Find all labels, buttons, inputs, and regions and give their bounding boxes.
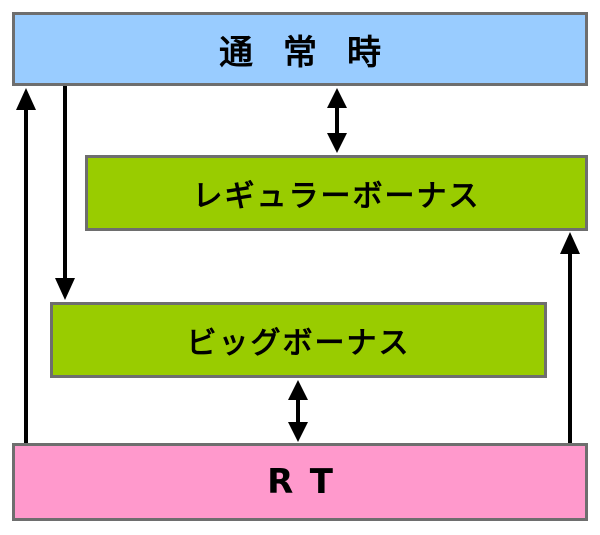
- normal-state-label: 通常時: [219, 32, 411, 73]
- normal-state-box: 通常時: [12, 12, 588, 86]
- big-bonus-box: ビッグボーナス: [50, 302, 547, 378]
- regular-bonus-label: レギュラーボーナス: [192, 179, 481, 214]
- arrow-rt-to-regular-bonus: [560, 232, 580, 443]
- arrow-rt-to-normal: [16, 88, 36, 443]
- regular-bonus-box: レギュラーボーナス: [85, 155, 588, 231]
- arrow-normal-regular-bonus: [327, 88, 347, 153]
- arrow-normal-to-big-bonus: [55, 86, 75, 300]
- big-bonus-label: ビッグボーナス: [186, 326, 411, 361]
- rt-state-label: RT: [267, 462, 351, 502]
- arrow-big-bonus-rt: [288, 380, 308, 442]
- rt-state-box: RT: [12, 443, 588, 521]
